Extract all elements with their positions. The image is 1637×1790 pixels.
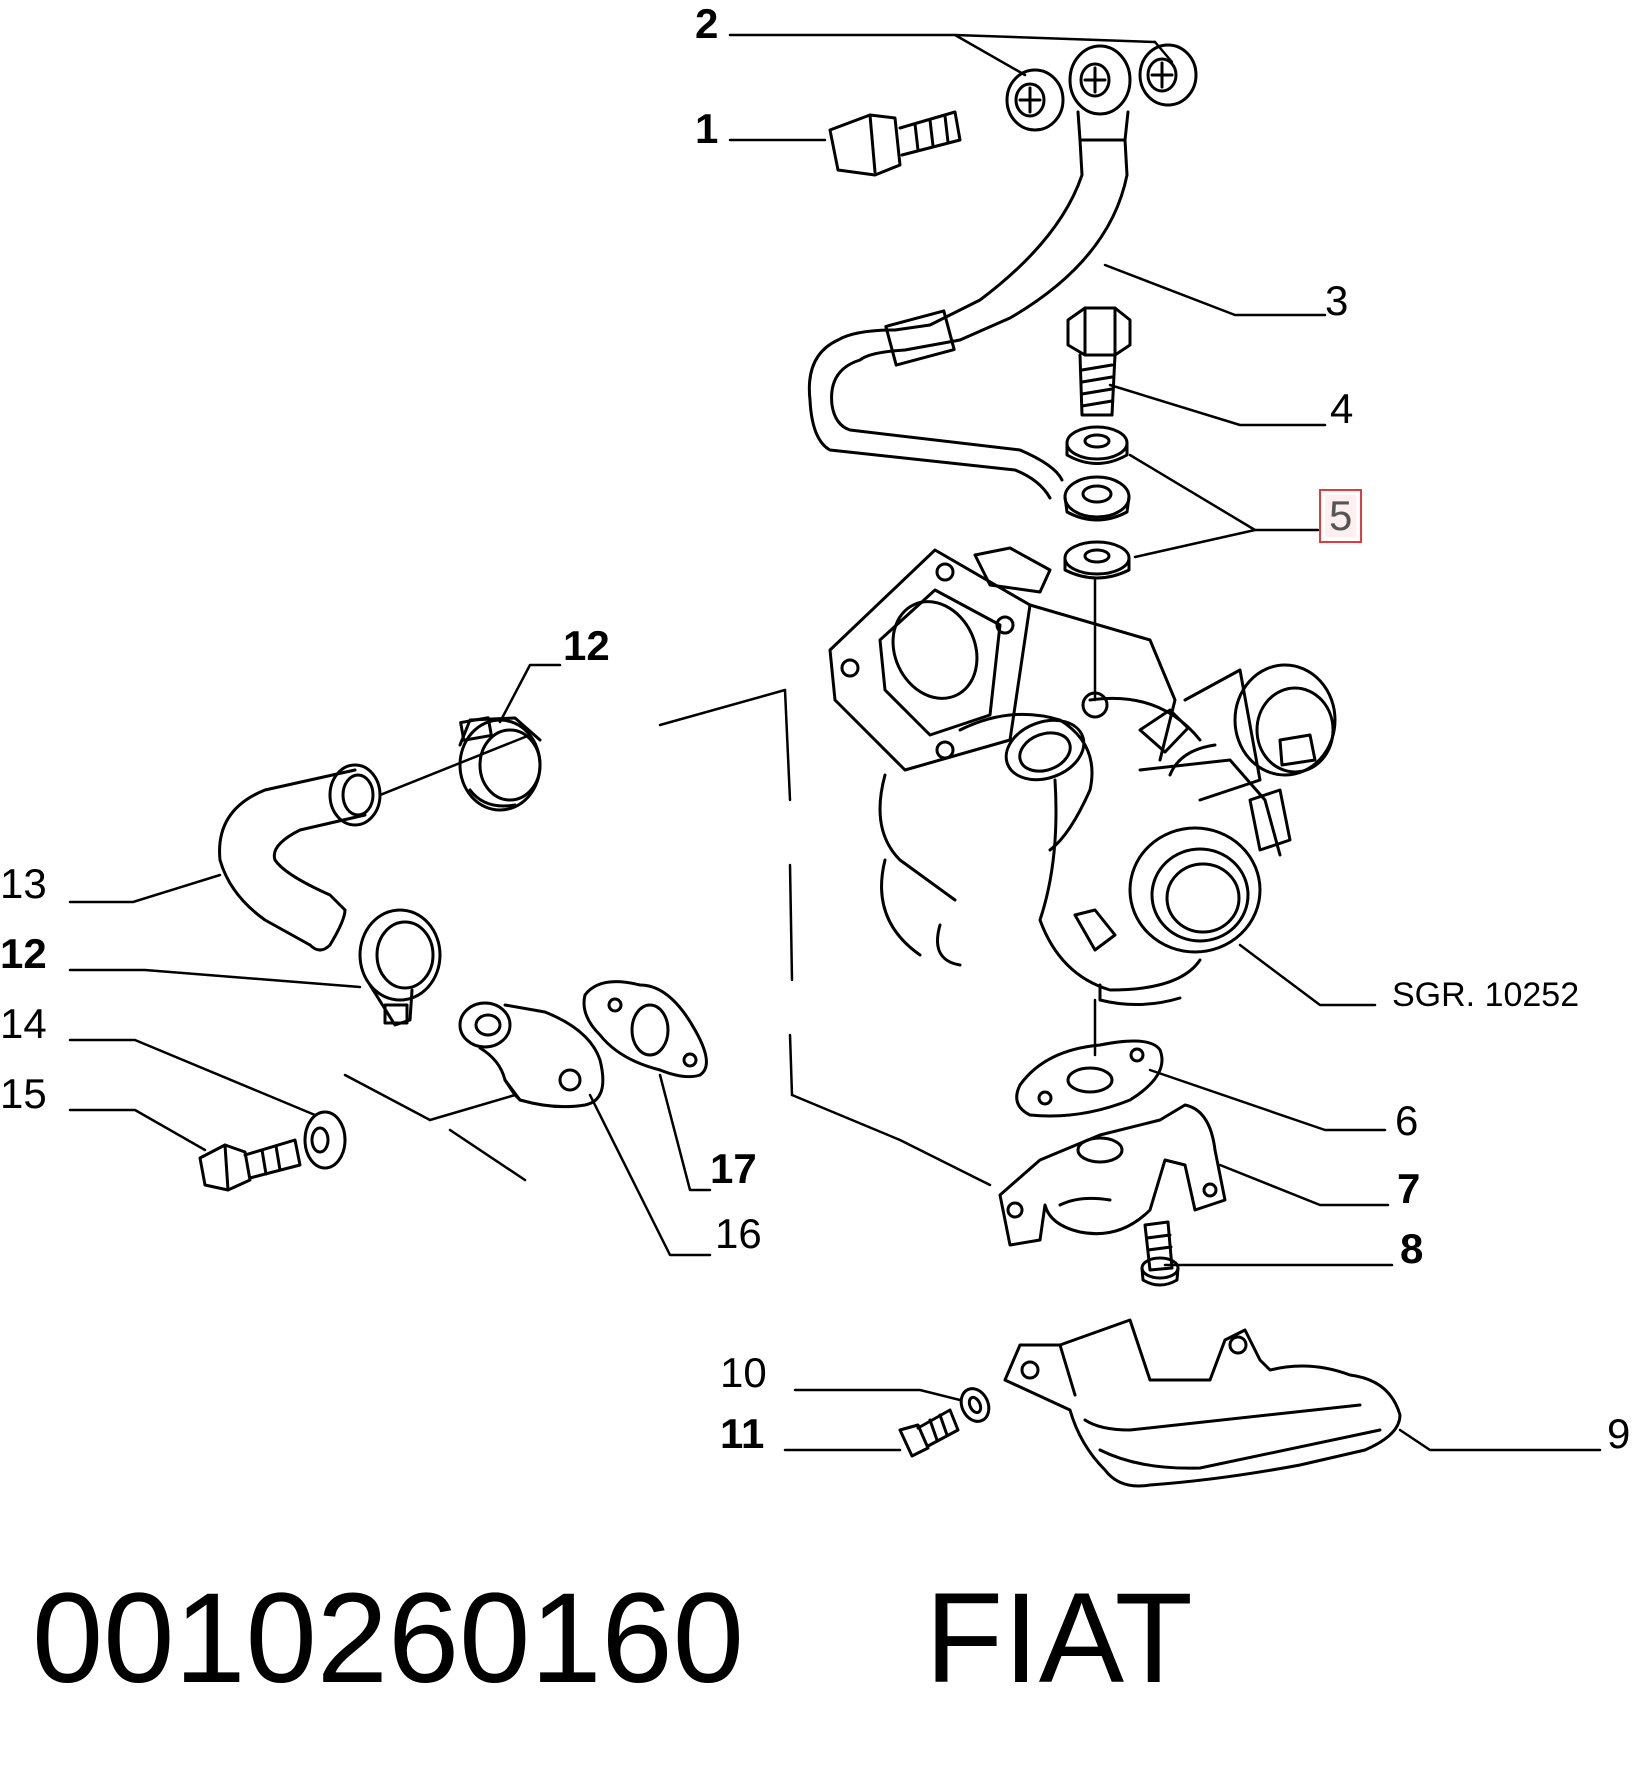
callout-2: 2 (695, 0, 719, 47)
bolt-part-15 (198, 1138, 302, 1192)
oil-feed-pipe-part-3 (807, 44, 1132, 522)
oil-return-hose-part-13 (218, 763, 382, 952)
washer-part-5a (1065, 425, 1129, 465)
brand-name: FIAT (925, 1567, 1193, 1710)
part-number-caption: 0010260160 FIAT (32, 1565, 1193, 1712)
washer-part-2b (1138, 43, 1198, 107)
heat-shield-part-9 (1003, 1318, 1402, 1488)
callout-11: 11 (720, 1410, 765, 1457)
callout-8: 8 (1400, 1225, 1424, 1272)
callout-3: 3 (1325, 277, 1349, 324)
banjo-bolt-part-1 (828, 110, 962, 177)
callout-4: 4 (1330, 385, 1354, 432)
callout-15: 15 (0, 1070, 47, 1117)
leader-lines (68, 33, 1602, 1452)
callout-14: 14 (0, 1000, 47, 1047)
gasket-part-17 (582, 980, 708, 1079)
hose-clamp-part-12b (358, 908, 442, 1027)
banjo-bolt-part-4 (1066, 306, 1132, 417)
callout-13: 13 (0, 860, 47, 907)
callout-12-lower: 12 (0, 930, 47, 977)
screw-part-8 (1140, 1220, 1180, 1287)
callout-10: 10 (720, 1349, 767, 1396)
hose-clamp-part-12a (458, 716, 542, 812)
washer-part-5b (1063, 540, 1131, 580)
callout-1: 1 (695, 105, 719, 152)
callout-16: 16 (715, 1210, 762, 1257)
callout-17: 17 (710, 1145, 757, 1192)
bracket-part-7 (998, 1103, 1227, 1247)
bolt-part-11 (898, 1408, 960, 1458)
callout-7: 7 (1397, 1165, 1421, 1212)
callout-12-upper: 12 (563, 622, 610, 669)
washer-part-2a (1005, 68, 1065, 132)
part-number: 0010260160 (32, 1567, 744, 1710)
sub-group-reference: SGR. 10252 (1392, 976, 1580, 1014)
gasket-part-6 (1015, 1039, 1164, 1118)
washer-part-14 (303, 1110, 347, 1170)
flange-part-16 (458, 1001, 605, 1109)
callout-6: 6 (1395, 1097, 1419, 1144)
turbocharger-assembly (828, 546, 1337, 1006)
washer-part-10 (959, 1387, 991, 1423)
callout-9: 9 (1607, 1410, 1631, 1457)
callout-5-highlighted: 5 (1318, 489, 1363, 543)
